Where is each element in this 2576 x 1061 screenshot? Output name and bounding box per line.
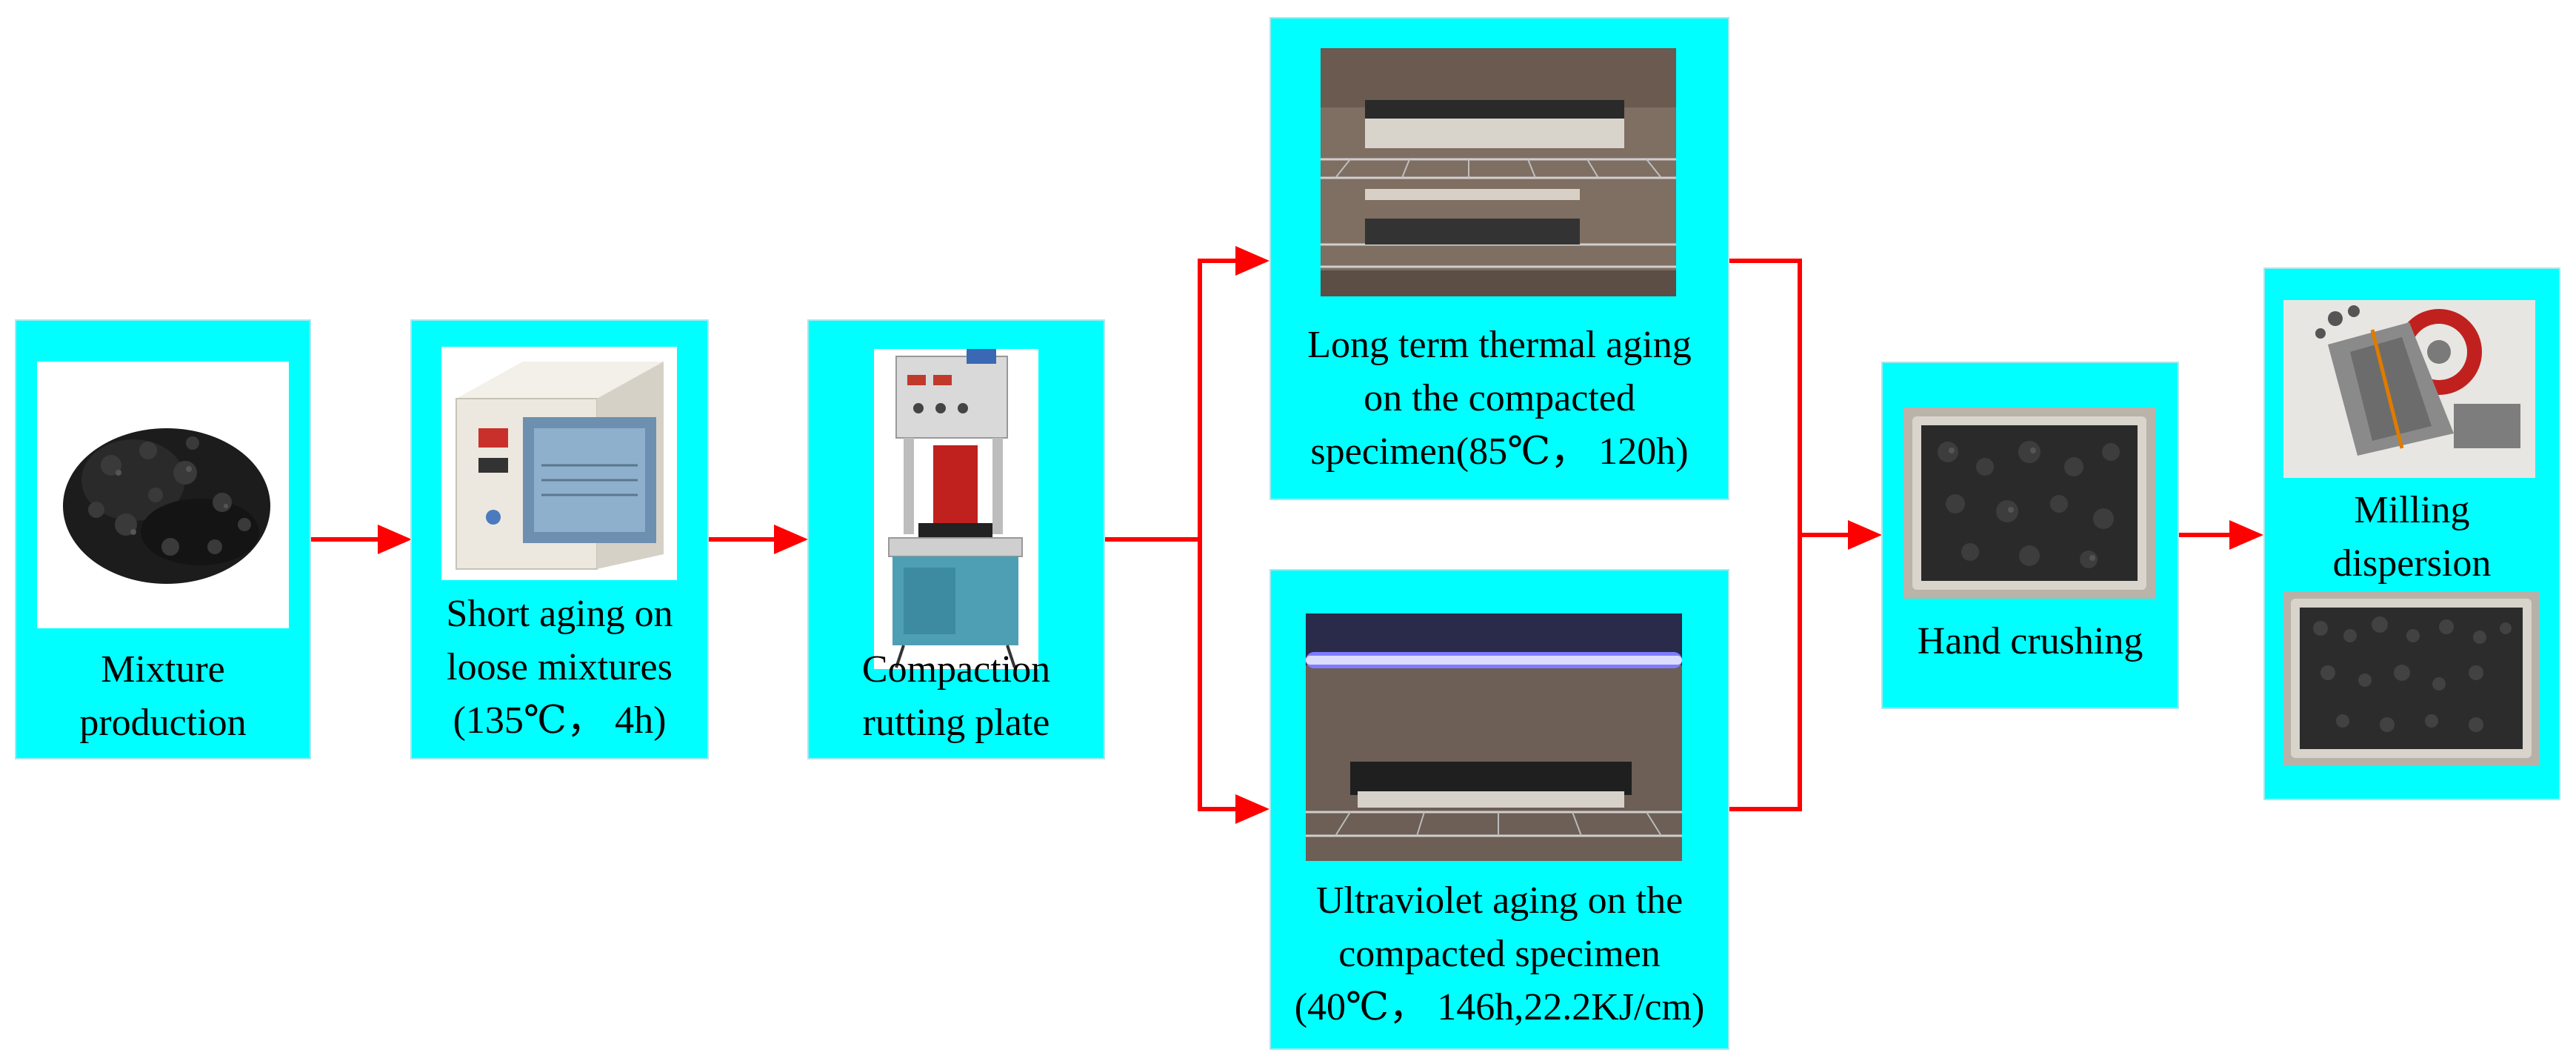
- arrowhead: [1235, 794, 1269, 824]
- step-ultraviolet-aging: Ultraviolet aging on the compacted speci…: [1271, 571, 1728, 1048]
- step-compaction: Compaction rutting plate: [809, 321, 1104, 758]
- oven-shelves-with-trays-image: [1321, 48, 1676, 296]
- step-label: Milling dispersion: [2332, 489, 2492, 585]
- step-label: Ultraviolet aging on the compacted speci…: [1294, 879, 1705, 1028]
- step-label: Hand crushing: [1917, 620, 2143, 662]
- arrow-split-to-uv: [1198, 539, 1235, 811]
- arrow-long-term-merge: [1728, 259, 1802, 535]
- uv-lamp-over-tray-image: [1306, 613, 1682, 861]
- step-label: Short aging on loose mixtures (135℃， 4h): [446, 593, 673, 742]
- drying-oven-image: [441, 347, 677, 580]
- step-label: Mixture production: [79, 648, 247, 744]
- step-label: Long term thermal aging on the compacted…: [1307, 324, 1692, 473]
- arrow-uv-merge: [1728, 535, 1802, 811]
- arrowhead: [2229, 520, 2263, 550]
- rutting-plate-compactor-image: [874, 349, 1038, 669]
- step-milling-dispersion: Milling dispersion: [2265, 269, 2559, 799]
- step-hand-crushing: Hand crushing: [1883, 363, 2178, 708]
- arrowhead: [774, 525, 808, 554]
- crushed-mixture-tray-image: [1903, 408, 2155, 599]
- crusher-machine-image: [2283, 300, 2535, 478]
- asphalt-mixture-pile-image: [37, 362, 289, 628]
- arrowhead: [1235, 246, 1269, 276]
- arrowhead: [378, 525, 412, 554]
- arrowhead: [1848, 520, 1882, 550]
- step-mixture-production: Mixture production: [16, 321, 310, 758]
- step-long-term-thermal-aging: Long term thermal aging on the compacted…: [1271, 19, 1728, 499]
- step-short-aging: Short aging on loose mixtures (135℃， 4h): [412, 321, 707, 758]
- milled-mixture-tray-image: [2283, 591, 2539, 765]
- step-label: Compaction rutting plate: [861, 648, 1051, 744]
- arrow-split-to-long-term: [1198, 259, 1235, 539]
